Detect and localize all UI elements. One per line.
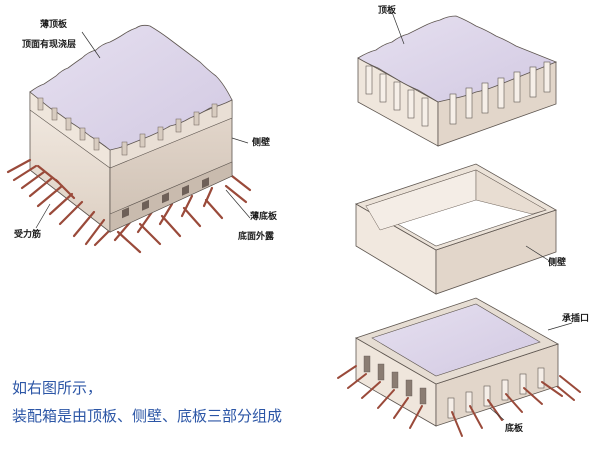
side-wall-frame — [355, 163, 557, 295]
top-slab-surface — [357, 15, 558, 103]
bottom-slab-inner-floor — [371, 303, 541, 377]
label-bottom-exposed: 底面外露 — [238, 232, 275, 242]
top-slab — [357, 11, 558, 147]
label-top-slab: 顶板 — [378, 6, 397, 16]
label-left-side-wall: 侧壁 — [252, 138, 271, 148]
label-right-side-wall: 侧壁 — [548, 258, 567, 268]
label-top-cast-layer: 顶面有现浇层 — [22, 40, 77, 50]
caption-line-2: 装配箱是由顶板、侧壁、底板三部分组成 — [12, 407, 283, 425]
left-rebars-left — [6, 158, 106, 246]
label-socket: 承插口 — [562, 314, 590, 324]
left-leaders — [35, 31, 251, 229]
label-thin-top-slab: 薄顶板 — [40, 20, 68, 30]
label-rebar: 受力筋 — [14, 230, 42, 240]
left-top-notches — [37, 97, 100, 151]
assembled-box — [6, 24, 252, 254]
caption-line-1: 如右图所示， — [12, 379, 103, 397]
bottom-slab — [337, 297, 581, 437]
left-bottom-openings — [122, 177, 209, 219]
left-box-top-face — [29, 24, 233, 151]
left-rebars-right — [93, 174, 252, 254]
label-bottom-slab: 底板 — [505, 424, 524, 434]
label-thin-bottom-slab: 薄底板 — [250, 212, 278, 222]
